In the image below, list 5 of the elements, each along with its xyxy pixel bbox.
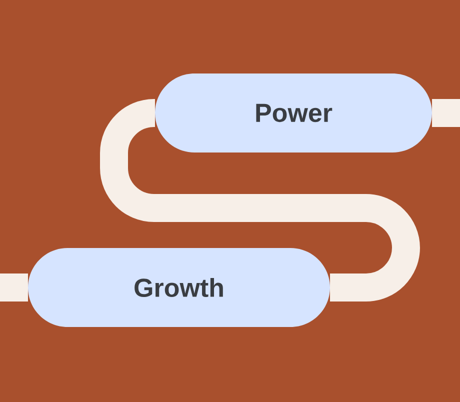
pill-box: Power <box>155 74 432 152</box>
connector-line <box>100 99 420 302</box>
connector-line <box>0 274 28 302</box>
pill-box: Growth <box>28 248 330 327</box>
connector-line <box>432 99 460 127</box>
